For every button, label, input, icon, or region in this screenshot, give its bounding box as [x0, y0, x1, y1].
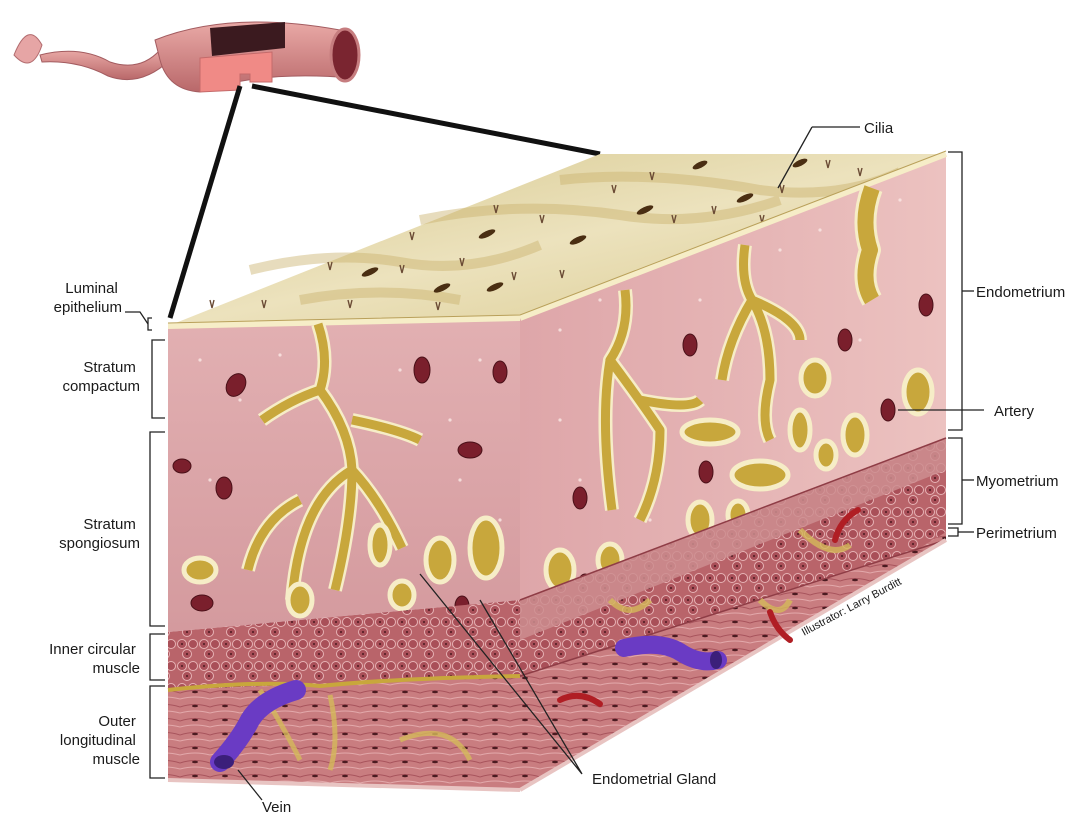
label-perimetrium: Perimetrium [976, 525, 1057, 542]
label-artery: Artery [994, 403, 1035, 420]
tube-narrow [40, 50, 170, 80]
label-outer-longitudinal-muscle: Outer longitudinal muscle [60, 713, 140, 768]
tissue-block [168, 151, 946, 790]
label-stratum-spongiosum: Stratum spongiosum [59, 516, 140, 552]
label-vein: Vein [262, 799, 291, 816]
tube-opening [331, 29, 359, 81]
label-endometrial-gland: Endometrial Gland [592, 771, 716, 788]
label-luminal-epithelium: Luminal epithelium [54, 280, 122, 316]
label-stratum-compactum: Stratum compactum [62, 359, 140, 395]
label-inner-circular-muscle: Inner circular muscle [49, 641, 140, 677]
outer-longitudinal-muscle-front [168, 676, 520, 790]
label-cilia: Cilia [864, 120, 894, 137]
tube-inset [14, 22, 359, 92]
fimbria [14, 35, 42, 63]
label-endometrium: Endometrium [976, 284, 1065, 301]
label-myometrium: Myometrium [976, 473, 1059, 490]
